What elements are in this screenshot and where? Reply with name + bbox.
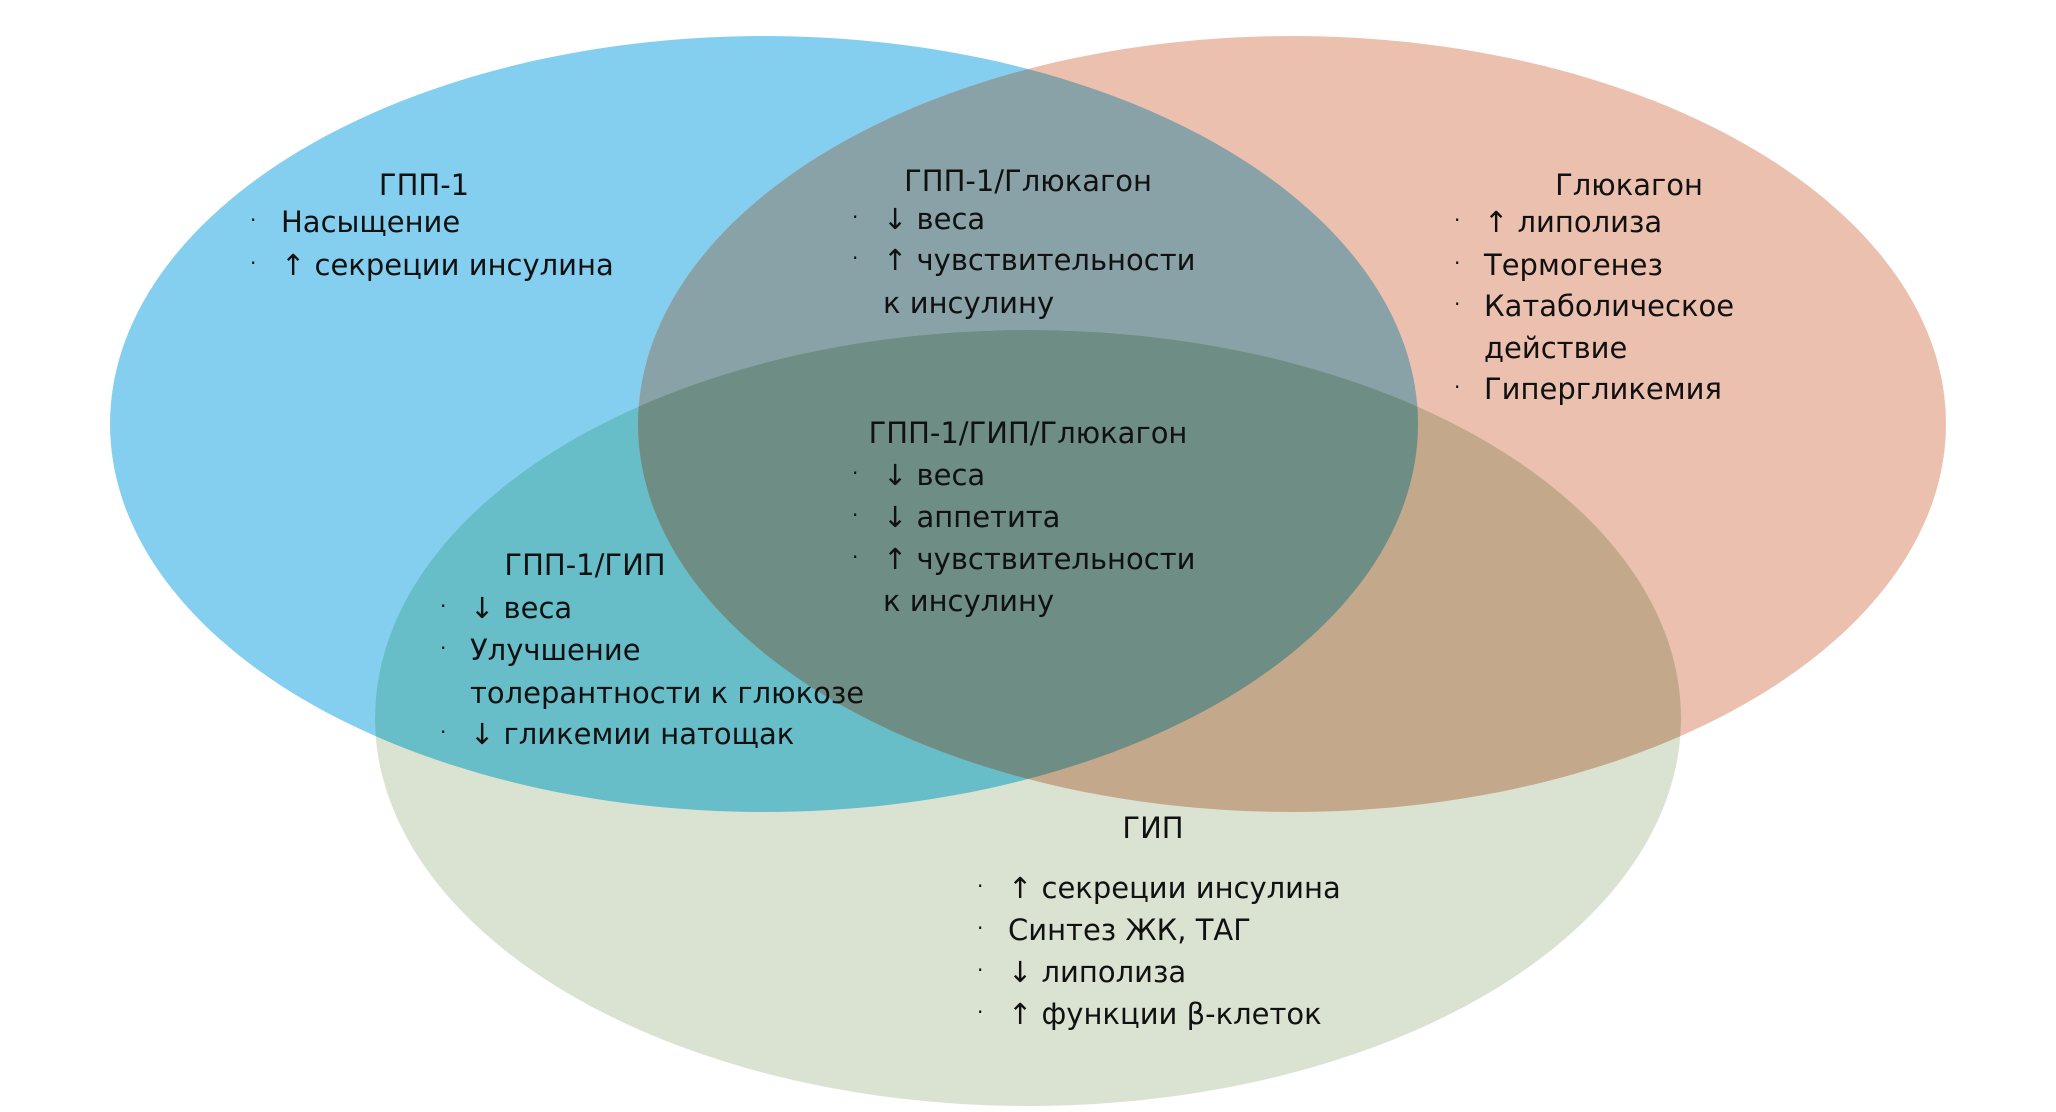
- list-item: к инсулину: [883, 286, 1055, 320]
- list-item: ↓ гликемии натощак: [470, 717, 795, 751]
- bullet-icon: ·: [852, 246, 859, 270]
- list-item: ↑ чувствительности: [883, 243, 1196, 277]
- list-item: ↑ секреции инсулина: [1008, 871, 1341, 905]
- glp1-gip-title: ГПП-1/ГИП: [504, 548, 666, 582]
- list-item: действие: [1484, 331, 1628, 365]
- list-item: ↑ липолиза: [1484, 205, 1663, 239]
- bullet-icon: ·: [1454, 375, 1461, 399]
- list-item: Гипергликемия: [1484, 372, 1722, 406]
- list-item: толерантности к глюкозе: [470, 676, 865, 710]
- triple-title: ГПП-1/ГИП/Глюкагон: [868, 416, 1188, 450]
- glp1-glucagon-title: ГПП-1/Глюкагон: [904, 164, 1152, 198]
- bullet-icon: ·: [852, 461, 859, 485]
- list-item: ↑ чувствительности: [883, 542, 1196, 576]
- bullet-icon: ·: [1454, 208, 1461, 232]
- gip-title: ГИП: [1122, 811, 1184, 845]
- list-item: ↓ липолиза: [1008, 955, 1187, 989]
- list-item: ↓ веса: [883, 458, 986, 492]
- list-item: Синтез ЖК, ТАГ: [1008, 913, 1251, 947]
- bullet-icon: ·: [977, 874, 984, 898]
- bullet-icon: ·: [440, 720, 447, 744]
- triple-overlap: [638, 330, 1418, 812]
- bullet-icon: ·: [977, 1000, 984, 1024]
- glucagon-title: Глюкагон: [1555, 168, 1703, 202]
- bullet-icon: ·: [852, 503, 859, 527]
- bullet-icon: ·: [977, 958, 984, 982]
- bullet-icon: ·: [977, 916, 984, 940]
- bullet-icon: ·: [440, 594, 447, 618]
- list-item: ↓ веса: [470, 591, 573, 625]
- bullet-icon: ·: [852, 205, 859, 229]
- bullet-icon: ·: [852, 545, 859, 569]
- glp1-title: ГПП-1: [378, 168, 470, 202]
- list-item: ↑ секреции инсулина: [281, 248, 614, 282]
- list-item: Термогенез: [1484, 248, 1663, 282]
- list-item: Насыщение: [281, 205, 461, 239]
- bullet-icon: ·: [1454, 251, 1461, 275]
- list-item: ↓ веса: [883, 202, 986, 236]
- bullet-icon: ·: [440, 636, 447, 660]
- bullet-icon: ·: [250, 208, 257, 232]
- list-item: ↑ функции β-клеток: [1008, 997, 1322, 1031]
- bullet-icon: ·: [1454, 292, 1461, 316]
- list-item: к инсулину: [883, 584, 1055, 618]
- list-item: Катаболическое: [1484, 289, 1735, 323]
- bullet-icon: ·: [250, 251, 257, 275]
- list-item: ↓ аппетита: [883, 500, 1061, 534]
- list-item: Улучшение: [470, 633, 641, 667]
